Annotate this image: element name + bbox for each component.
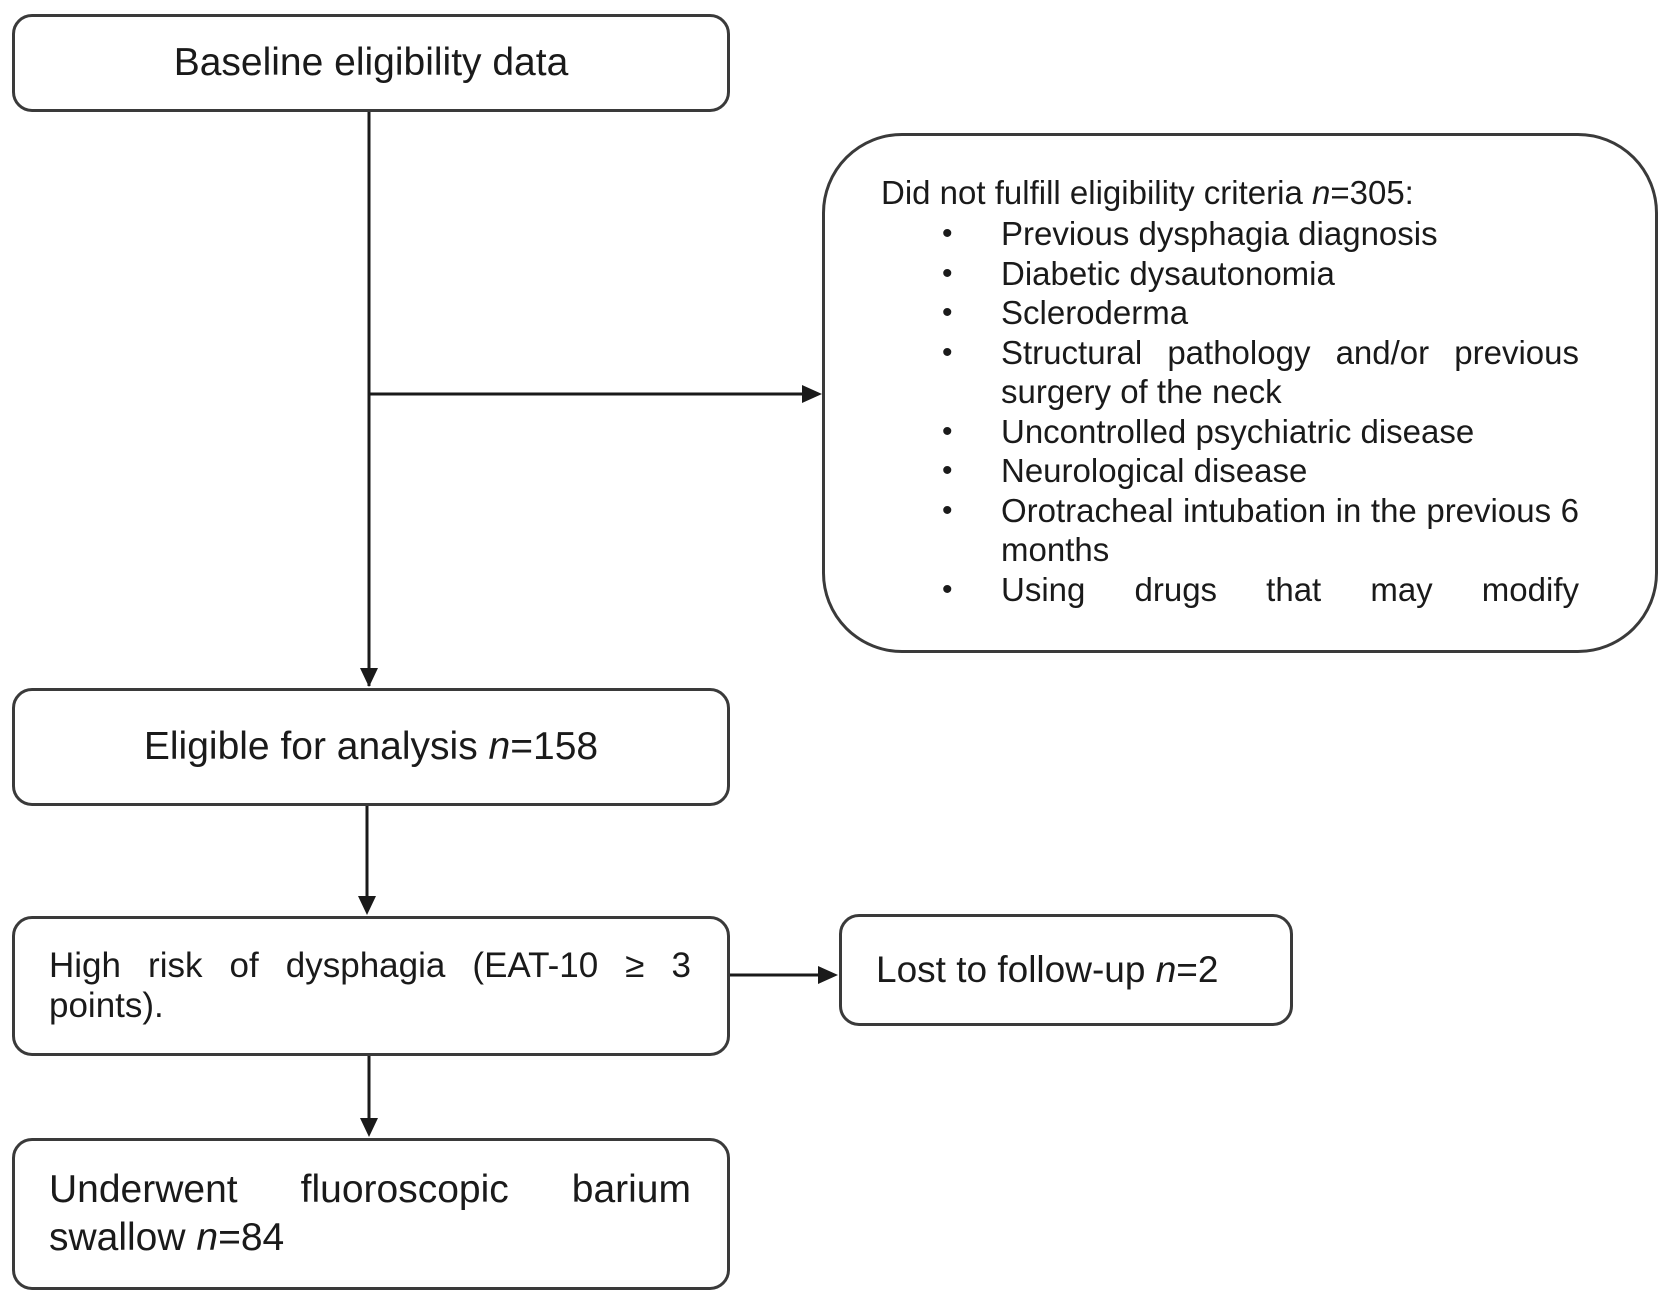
exclusion-criterion: • Orotracheal intubation in the previous … (942, 491, 1579, 570)
exclusion-criterion: • Diabetic dysautonomia (942, 254, 1579, 294)
bullet-icon: • (942, 493, 953, 527)
exclusion-criterion: • Uncontrolled psychiatric disease (942, 412, 1579, 452)
arrowhead-eligible (360, 668, 378, 687)
lost-label-suffix: =2 (1176, 949, 1219, 990)
exclusion-criterion-text: Orotracheal intubation in the previous 6… (1001, 491, 1579, 569)
barium-swallow-label: Underwent fluoroscopic barium swallow n=… (49, 1166, 691, 1262)
bullet-icon: • (942, 296, 953, 329)
exclusion-criterion-text: Previous dysphagia diagnosis (1001, 215, 1438, 252)
arrowhead-barium (360, 1118, 378, 1137)
exclusion-criteria-list: • Previous dysphagia diagnosis • Diabetic … (942, 214, 1579, 610)
baseline-eligibility-label: Baseline eligibility data (173, 41, 569, 84)
exclusion-criterion-text: Scleroderma (1001, 294, 1189, 331)
bullet-icon: • (942, 454, 953, 487)
high-risk-box: High risk of dysphagia (EAT-10 ≥ 3 point… (12, 916, 730, 1056)
excluded-box: Did not fulfill eligibility criteria n=3… (822, 133, 1658, 653)
arrowhead-excluded (802, 385, 822, 403)
exclusion-criterion: • Structural pathology and/or previous su… (942, 333, 1579, 412)
exclusion-criterion-text: Using drugs that may modify (1001, 570, 1579, 608)
barium-swallow-box: Underwent fluoroscopic barium swallow n=… (12, 1138, 730, 1290)
excluded-title: Did not fulfill eligibility criteria n=3… (881, 174, 1414, 212)
eligible-label-suffix: =158 (510, 725, 599, 768)
exclusion-criterion: • Neurological disease (942, 451, 1579, 491)
exclusion-criterion: • Using drugs that may modify (942, 570, 1579, 610)
exclusion-criterion: • Previous dysphagia diagnosis (942, 214, 1579, 254)
lost-label-prefix: Lost to follow-up (876, 949, 1156, 990)
bullet-icon: • (942, 572, 953, 606)
exclusion-criterion-text: Neurological disease (1001, 452, 1308, 489)
eligible-box: Eligible for analysis n=158 (12, 688, 730, 806)
bullet-icon: • (942, 414, 953, 448)
lost-to-followup-label: Lost to follow-up n=2 (876, 949, 1218, 991)
exclusion-criterion-text: Structural pathology and/or previous sur… (1001, 333, 1579, 411)
excluded-title-suffix: =305: (1330, 174, 1414, 211)
excluded-title-n: n (1311, 174, 1331, 211)
arrowhead-highrisk (358, 896, 376, 915)
high-risk-label: High risk of dysphagia (EAT-10 ≥ 3 point… (49, 946, 691, 1025)
exclusion-criterion-text: Diabetic dysautonomia (1001, 254, 1335, 292)
arrowhead-lost (818, 966, 838, 984)
barium-label-suffix: =84 (218, 1216, 285, 1259)
barium-label-prefix: Underwent fluoroscopic barium swallow (49, 1168, 691, 1259)
bullet-icon: • (942, 335, 953, 369)
lost-label-n: n (1155, 949, 1177, 990)
eligible-label: Eligible for analysis n=158 (144, 725, 598, 769)
bullet-icon: • (942, 217, 953, 250)
exclusion-criterion-text: Uncontrolled psychiatric disease (1001, 412, 1475, 450)
barium-label-n: n (196, 1216, 219, 1259)
bullet-icon: • (942, 256, 953, 290)
eligible-label-n: n (488, 725, 511, 768)
lost-to-followup-box: Lost to follow-up n=2 (839, 914, 1293, 1026)
eligible-label-prefix: Eligible for analysis (143, 725, 489, 768)
baseline-eligibility-box: Baseline eligibility data (12, 14, 730, 112)
excluded-title-prefix: Did not fulfill eligibility criteria (881, 174, 1312, 211)
exclusion-criterion: • Scleroderma (942, 293, 1579, 333)
